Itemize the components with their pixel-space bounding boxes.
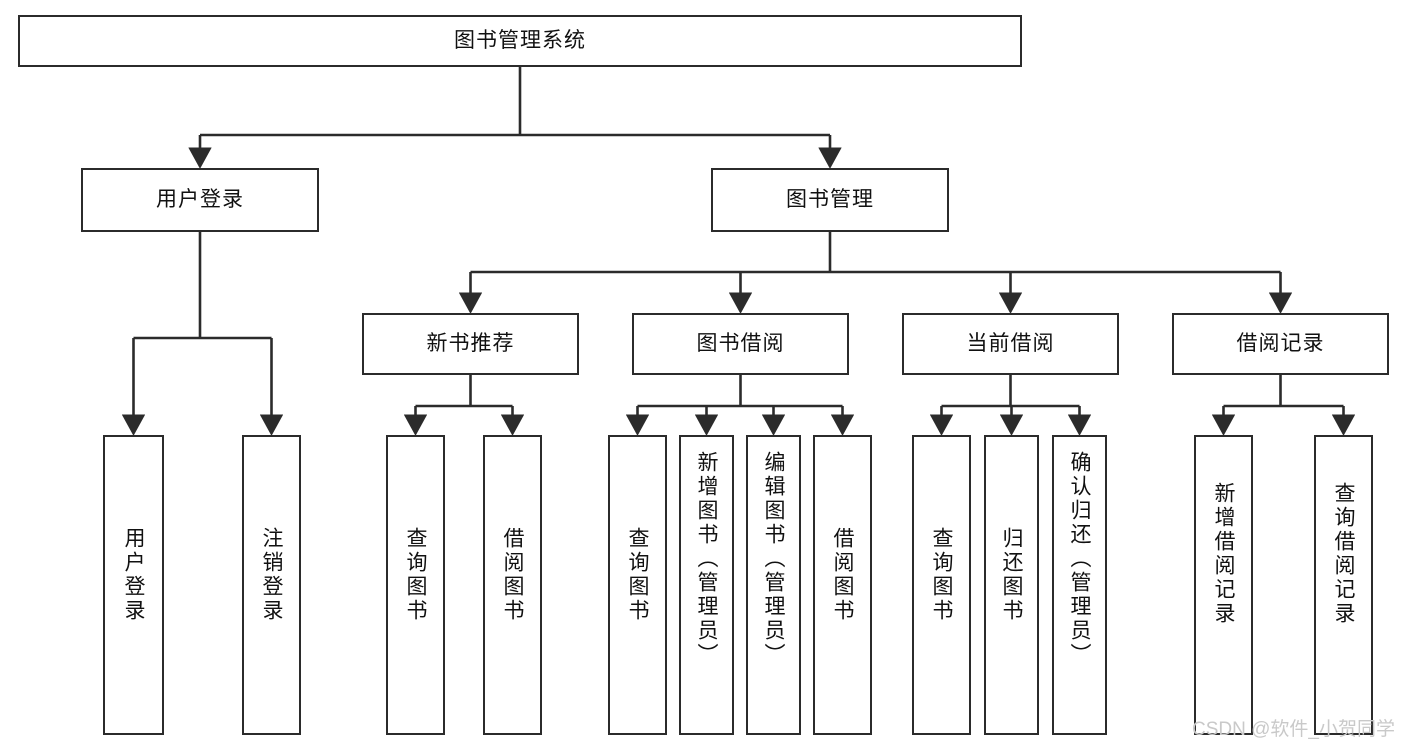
leaf-node-11[interactable]: 新增借阅记录 bbox=[1194, 435, 1253, 735]
leaf-node-label: 新增借阅记录 bbox=[1212, 482, 1235, 626]
level2-node-1[interactable]: 图书管理 bbox=[711, 168, 949, 232]
level3-node-2[interactable]: 当前借阅 bbox=[902, 313, 1119, 375]
leaf-node-9[interactable]: 归还图书 bbox=[984, 435, 1039, 735]
level3-node-0[interactable]: 新书推荐 bbox=[362, 313, 579, 375]
leaf-node-12[interactable]: 查询借阅记录 bbox=[1314, 435, 1373, 735]
leaf-node-label: 归还图书 bbox=[1000, 527, 1023, 623]
leaf-node-0[interactable]: 用户登录 bbox=[103, 435, 164, 735]
level3-node-1[interactable]: 图书借阅 bbox=[632, 313, 849, 375]
leaf-node-label: 借阅图书 bbox=[831, 527, 854, 623]
leaf-node-label: 用户登录 bbox=[122, 527, 145, 623]
leaf-node-10[interactable]: 确认归还（管理员） bbox=[1052, 435, 1107, 735]
leaf-node-5[interactable]: 新增图书（管理员） bbox=[679, 435, 734, 735]
level2-node-0[interactable]: 用户登录 bbox=[81, 168, 319, 232]
leaf-node-1[interactable]: 注销登录 bbox=[242, 435, 301, 735]
leaf-node-7[interactable]: 借阅图书 bbox=[813, 435, 872, 735]
level3-node-label: 图书借阅 bbox=[696, 331, 785, 355]
leaf-node-label: 确认归还（管理员） bbox=[1068, 451, 1091, 667]
leaf-node-label: 查询图书 bbox=[404, 527, 427, 623]
leaf-node-4[interactable]: 查询图书 bbox=[608, 435, 667, 735]
leaf-node-8[interactable]: 查询图书 bbox=[912, 435, 971, 735]
level2-node-label: 图书管理 bbox=[786, 187, 874, 211]
leaf-node-label: 借阅图书 bbox=[501, 527, 524, 623]
level3-node-3[interactable]: 借阅记录 bbox=[1172, 313, 1389, 375]
leaf-node-3[interactable]: 借阅图书 bbox=[483, 435, 542, 735]
root-node-0[interactable]: 图书管理系统 bbox=[18, 15, 1022, 67]
level3-node-label: 新书推荐 bbox=[426, 331, 515, 355]
leaf-node-label: 查询借阅记录 bbox=[1332, 482, 1355, 626]
leaf-node-label: 新增图书（管理员） bbox=[695, 451, 718, 667]
level3-node-label: 当前借阅 bbox=[966, 331, 1055, 355]
csdn-watermark: CSDN @软件_小贺同学 bbox=[1192, 719, 1395, 740]
level3-node-label: 借阅记录 bbox=[1236, 331, 1325, 355]
leaf-node-label: 查询图书 bbox=[626, 527, 649, 623]
leaf-node-2[interactable]: 查询图书 bbox=[386, 435, 445, 735]
root-node-label: 图书管理系统 bbox=[454, 28, 586, 52]
leaf-node-label: 注销登录 bbox=[260, 527, 283, 623]
leaf-node-6[interactable]: 编辑图书（管理员） bbox=[746, 435, 801, 735]
leaf-node-label: 查询图书 bbox=[930, 527, 953, 623]
level2-node-label: 用户登录 bbox=[156, 187, 244, 211]
leaf-node-label: 编辑图书（管理员） bbox=[762, 451, 785, 667]
